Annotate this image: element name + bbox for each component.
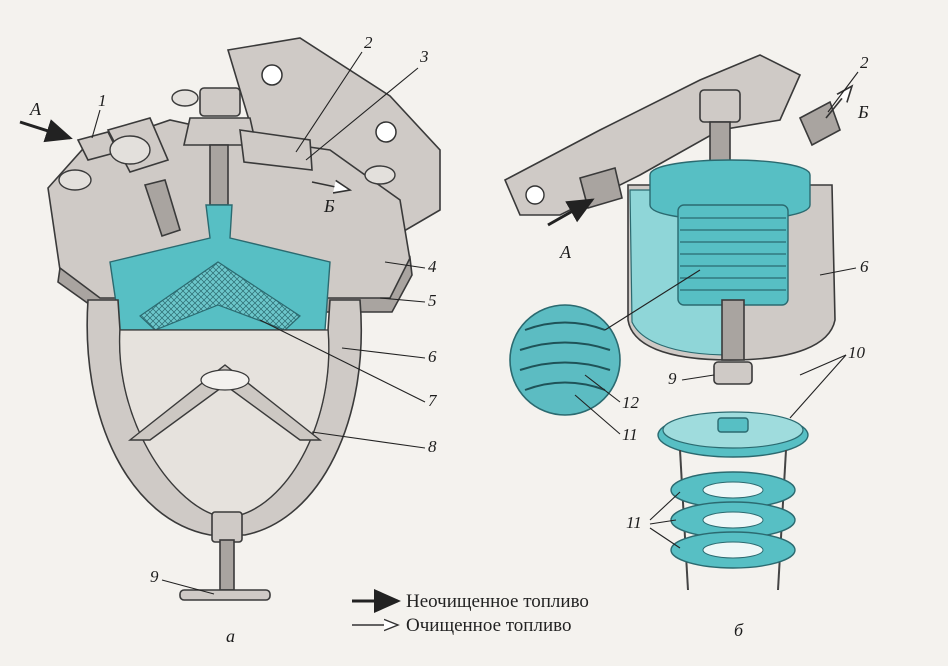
figure-a: А Б 1 2 3 4 5 6 7 8 9 а — [19, 33, 441, 646]
caption-b: б — [734, 620, 744, 640]
callout-b-10: 10 — [848, 343, 866, 362]
outlet-label: Б — [323, 196, 335, 216]
callout-9: 9 — [150, 567, 159, 586]
detail-magnifier — [509, 304, 621, 416]
caption-a: а — [226, 626, 235, 646]
center-rod-b — [721, 299, 745, 361]
inlet-fitting-b — [579, 166, 623, 209]
outlet-arrow — [311, 182, 350, 190]
callout-3: 3 — [419, 47, 429, 66]
callout-2: 2 — [364, 33, 373, 52]
drain-tap — [179, 589, 271, 601]
callout-b-12: 12 — [622, 393, 640, 412]
callout-1: 1 — [98, 91, 107, 110]
inlet-label: А — [29, 99, 42, 119]
central-bolt — [199, 87, 241, 117]
inlet-arrow — [19, 119, 73, 143]
figure-b: А Б 2 6 10 9 12 11 11 б — [503, 53, 869, 640]
cover-bolts — [58, 89, 396, 191]
outlet-fitting — [239, 129, 313, 171]
callout-8: 8 — [428, 437, 437, 456]
outlet-arrow-b — [825, 86, 852, 119]
legend: Неочищенное топливо Очищенное топливо — [352, 589, 589, 636]
inlet-bolt-head — [109, 135, 151, 165]
drain-plug — [211, 511, 243, 543]
callout-b-11b: 11 — [626, 513, 642, 532]
callout-b-9: 9 — [668, 369, 677, 388]
callout-b-11a: 11 — [622, 425, 638, 444]
inlet-arrow-b — [547, 198, 595, 227]
callout-b-6: 6 — [860, 257, 869, 276]
callout-6: 6 — [428, 347, 437, 366]
callout-5: 5 — [428, 291, 437, 310]
legend-unfiltered-text: Неочищенное топливо — [406, 591, 589, 612]
callout-7: 7 — [428, 391, 438, 410]
bottom-nut-b — [713, 361, 753, 385]
callouts-b: 2 6 10 9 12 11 11 — [574, 53, 869, 549]
top-bolt-b — [699, 89, 741, 123]
callout-4: 4 — [428, 257, 437, 276]
inlet-label-b: А — [559, 242, 572, 262]
outlet-label-b: Б — [857, 102, 869, 122]
filter-disc-assembly — [657, 411, 809, 591]
callouts-a: 1 2 3 4 5 6 7 8 9 — [91, 33, 438, 595]
filter-element-stack — [677, 204, 789, 306]
callout-b-2: 2 — [860, 53, 869, 72]
legend-filtered-text: Очищенное топливо — [406, 615, 571, 636]
